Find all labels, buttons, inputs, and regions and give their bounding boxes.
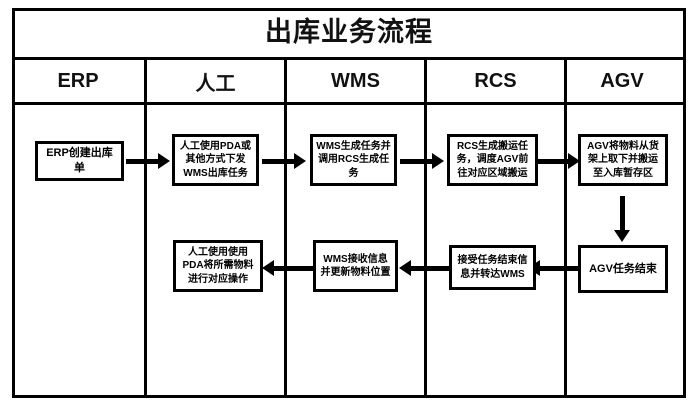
arrow-n7-to-n8 <box>399 260 451 276</box>
node-agv-task-finished[interactable]: AGV任务结束 <box>578 245 668 293</box>
lane-header-agv: AGV <box>564 60 677 102</box>
arrow-n5-to-n6 <box>614 196 630 242</box>
node-wms-generate-task[interactable]: WMS生成任务并调用RCS生成任务 <box>310 134 397 186</box>
lane-header-rcs: RCS <box>424 60 564 102</box>
node-rcs-forward-finish-info[interactable]: 接受任务结束信息并转达WMS <box>449 245 536 290</box>
lane-header-manual: 人工 <box>144 60 284 102</box>
node-erp-create-order[interactable]: ERP创建出库单 <box>35 141 124 181</box>
node-manual-pda-operation[interactable]: 人工使用使用PDA将所需物料进行对应操作 <box>173 240 263 292</box>
node-agv-pick-and-move[interactable]: AGV将物料从货架上取下并搬运至入库暂存区 <box>578 134 668 186</box>
arrow-n1-to-n2 <box>126 153 170 169</box>
arrow-n8-to-n9 <box>262 260 314 276</box>
lane-divider-wms-rcs <box>424 105 427 395</box>
arrow-n3-to-n4 <box>400 153 444 169</box>
node-manual-dispatch-task[interactable]: 人工使用PDA或其他方式下发WMS出库任务 <box>172 134 259 186</box>
page-title: 出库业务流程 <box>265 17 433 47</box>
lane-header-row: ERP 人工 WMS RCS AGV <box>12 60 686 105</box>
diagram-title-band: 出库业务流程 <box>12 8 686 60</box>
lane-divider-erp-manual <box>144 105 147 395</box>
arrow-n4-to-n5 <box>538 153 580 169</box>
node-wms-update-material-location[interactable]: WMS接收信息并更新物料位置 <box>313 240 398 292</box>
lane-header-erp: ERP <box>57 69 99 92</box>
lane-divider-manual-wms <box>284 105 287 395</box>
lane-divider-rcs-agv <box>564 105 567 395</box>
diagram-frame <box>12 8 686 398</box>
node-rcs-generate-transport-task[interactable]: RCS生成搬运任务，调度AGV前往对应区域搬运 <box>447 134 538 186</box>
arrow-n2-to-n3 <box>262 153 306 169</box>
lane-header-wms: WMS <box>284 60 424 102</box>
